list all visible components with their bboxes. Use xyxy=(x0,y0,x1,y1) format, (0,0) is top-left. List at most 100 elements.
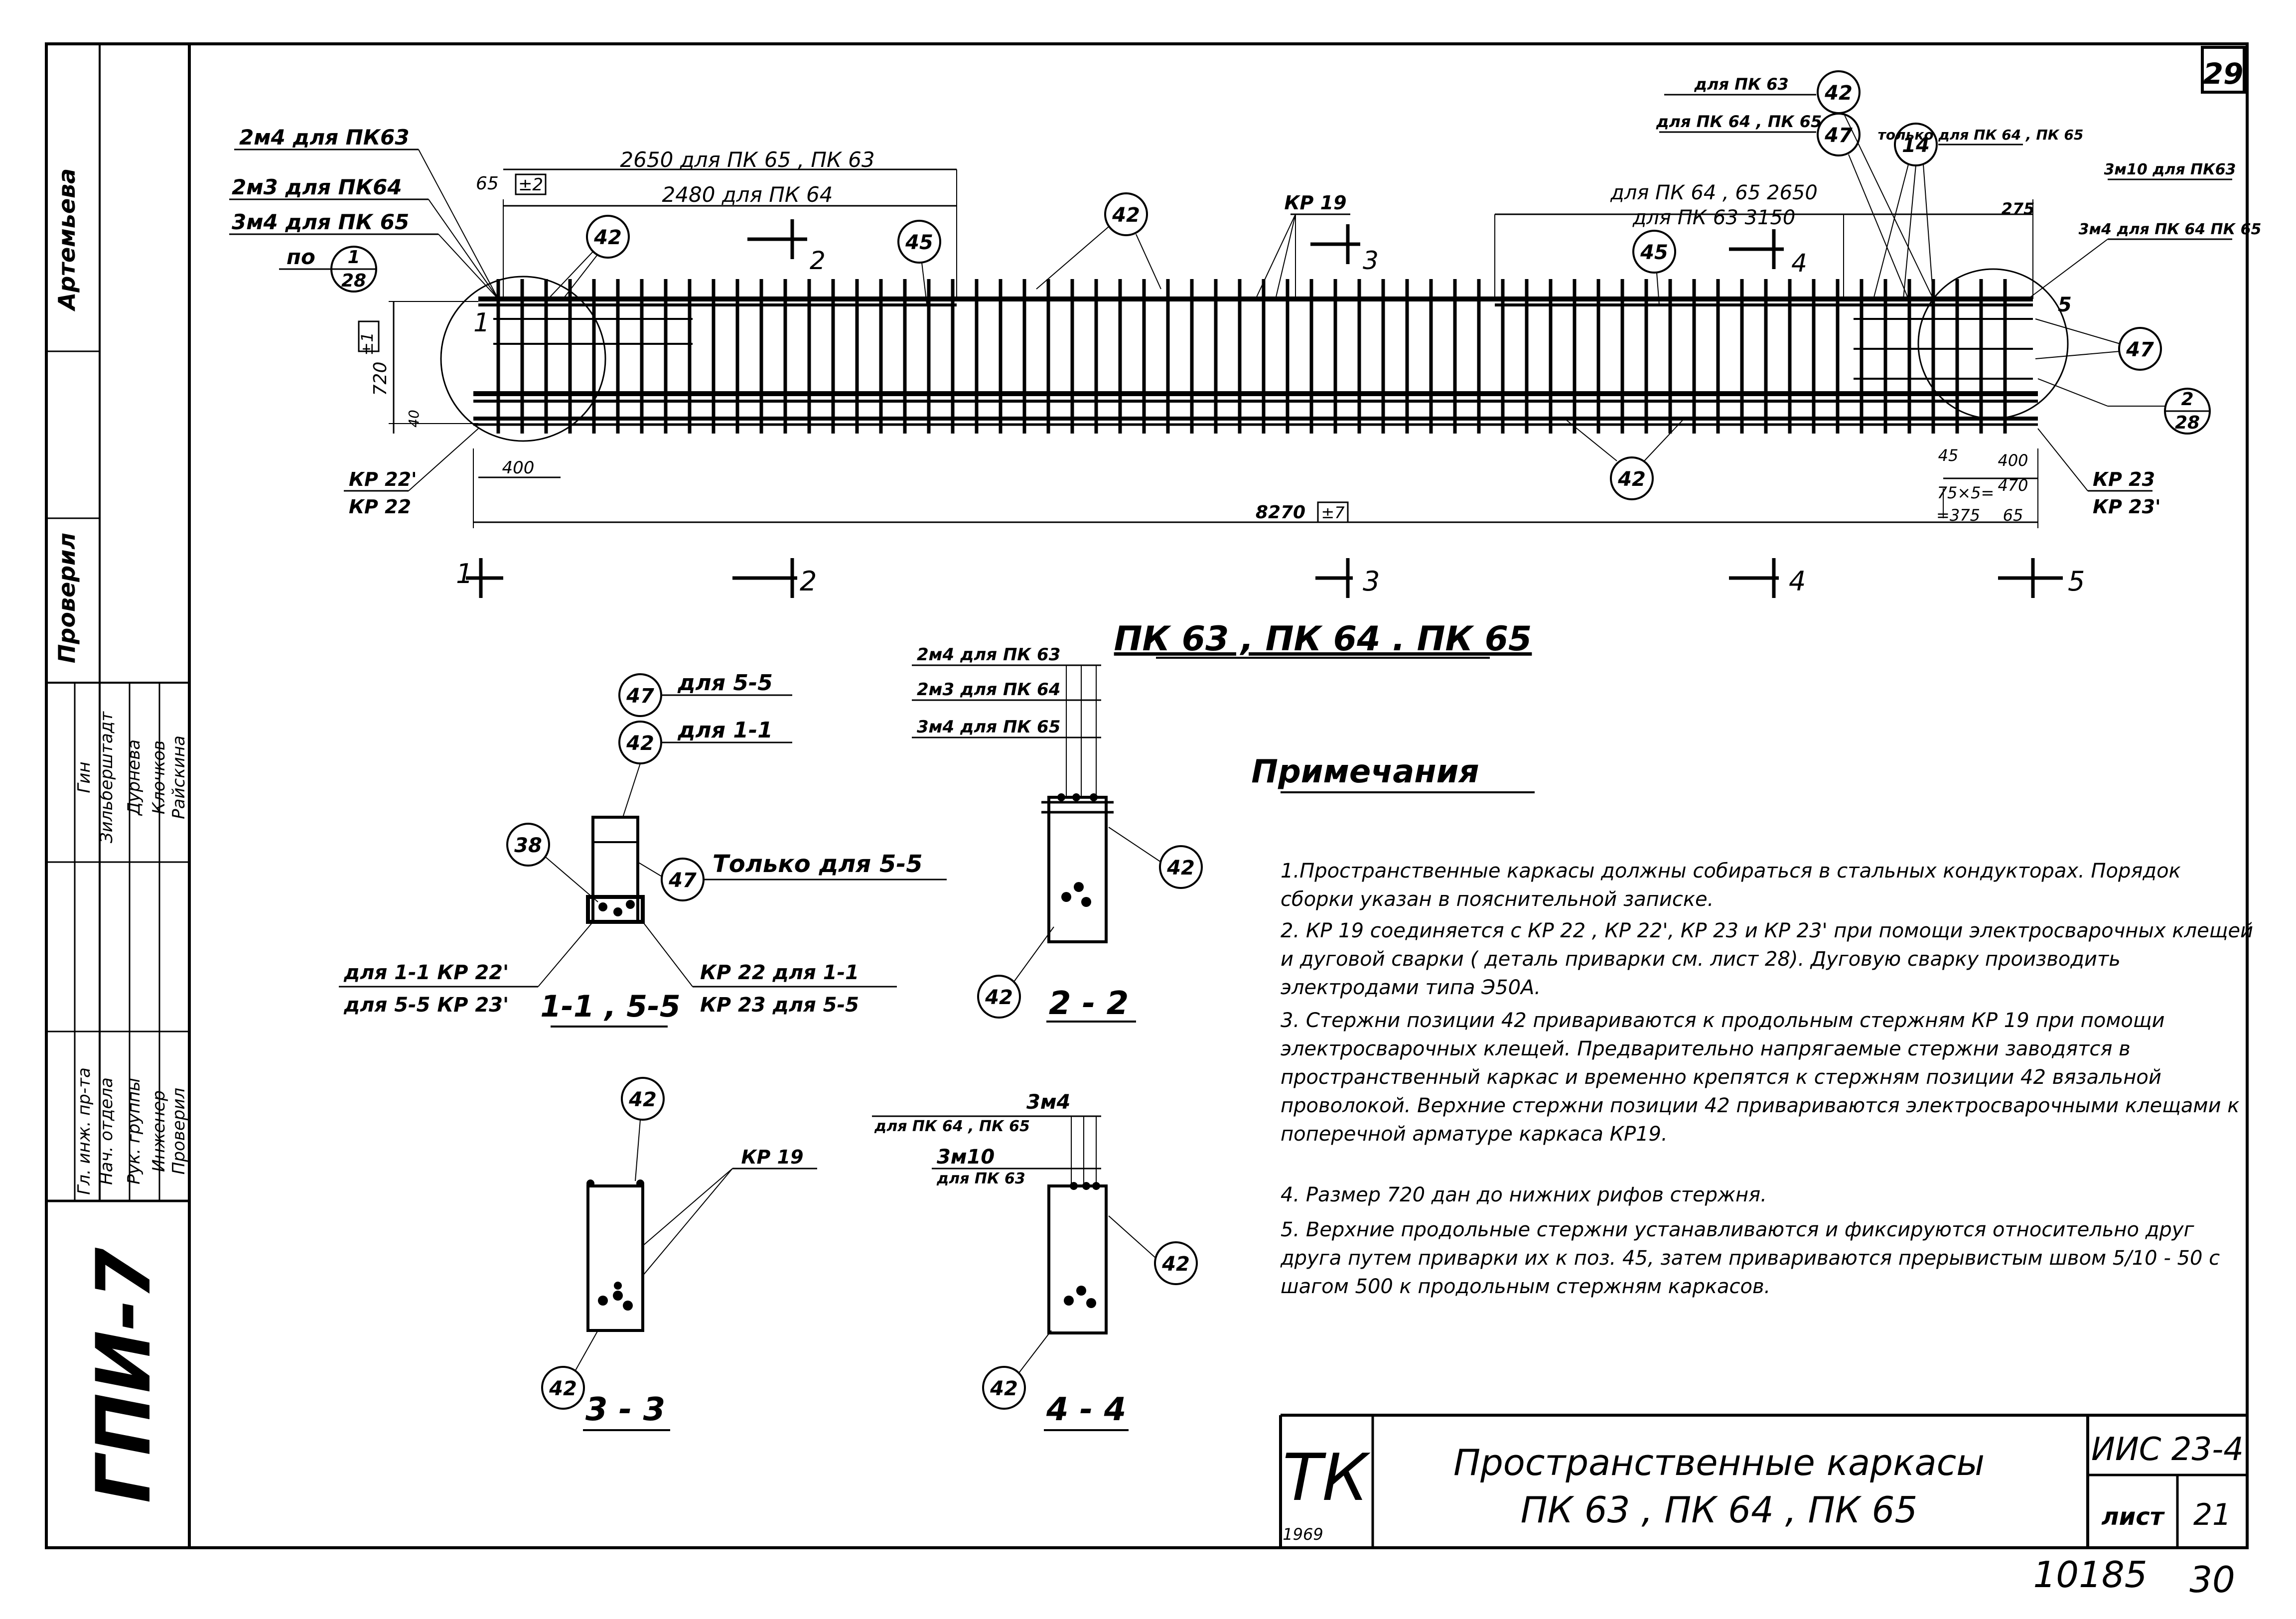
top-dimension-label: для ПК 64 , 65 2650 xyxy=(1610,181,1818,204)
section-label: 1 xyxy=(456,558,473,589)
position-bubbles: 42 45 42 45 42 47 14 47 42 xyxy=(548,70,2162,500)
section-note: для 5-5 КР 23' xyxy=(343,994,509,1017)
detail-circle-left xyxy=(440,276,606,442)
note-item: 4. Размер 720 дан до нижних рифов стержн… xyxy=(1281,1183,1767,1206)
section-note: 2м3 для ПК 64 xyxy=(917,680,1060,700)
stamp-name: Клочков xyxy=(149,740,169,814)
position-47-bubble: 47 xyxy=(668,869,697,892)
note-item: 3. Стержни позиции 42 привариваются к пр… xyxy=(1281,1009,2240,1146)
position-42-bubble: 42 xyxy=(628,1088,657,1111)
frame-mark: КР 19 xyxy=(1284,192,1346,214)
top-dimension-label: 2650 для ПК 65 , ПК 63 xyxy=(620,147,874,172)
dim-label: =375 xyxy=(1936,506,1980,525)
position-42-bubble: 42 xyxy=(985,986,1013,1009)
frame-mark: КР 22' xyxy=(349,468,417,490)
stamp-role: Нач. отдела xyxy=(97,1077,117,1185)
stamp-role: Проверил xyxy=(169,1088,189,1175)
frame-mark: КР 23' xyxy=(2093,496,2161,518)
ref-sheet: 28 xyxy=(341,271,366,291)
section-3-3: 42 КР 19 42 3 - 3 xyxy=(541,1077,817,1431)
position-47-bubble: 47 xyxy=(2126,338,2154,361)
title-block: ТК 1969 Пространственные каркасы ПК 63 ,… xyxy=(1279,1414,2247,1548)
top-dimension-label: для ПК 63 3150 xyxy=(1632,206,1796,229)
section-label: 5 xyxy=(2068,566,2085,597)
section-note: 2м4 для ПК 63 xyxy=(917,645,1060,665)
drawing-title: ПК 63 , ПК 64 . ПК 65 xyxy=(1114,619,1532,659)
section-title: 2 - 2 xyxy=(1049,985,1129,1022)
right-callout: 3м4 для ПК 64 ПК 65 xyxy=(2079,221,2262,238)
note-item: 5. Верхние продольные стержни устанавлив… xyxy=(1281,1218,2220,1298)
kr19-callout: КР 19 xyxy=(1255,192,1350,299)
top-dimensions xyxy=(473,168,2038,528)
section-2-2: 2м4 для ПК 63 2м3 для ПК 64 3м4 для ПК 6… xyxy=(912,645,1203,1023)
section-4-4: 3м4 для ПК 64 , ПК 65 3м10 для ПК 63 42 … xyxy=(872,1091,1198,1431)
right-callout: для ПК 63 xyxy=(1694,75,1789,94)
note-item: 1.Пространственные каркасы должны собира… xyxy=(1281,860,2181,911)
position-45-bubble: 45 xyxy=(1640,241,1668,264)
position-42-bubble: 42 xyxy=(626,732,654,755)
position-38-bubble: 38 xyxy=(514,834,542,857)
section-label: 3 xyxy=(1363,566,1380,597)
left-callout: по xyxy=(287,245,315,269)
stamp-role: Инженер xyxy=(149,1090,169,1172)
position-14-bubble: 14 xyxy=(1902,134,1930,157)
position-47-bubble: 47 xyxy=(626,685,654,708)
left-callout: 2м4 для ПК63 xyxy=(239,125,410,149)
left-callouts: 2м4 для ПК63 2м3 для ПК64 3м4 для ПК 65 … xyxy=(229,125,499,299)
section-title: 3 - 3 xyxy=(585,1391,665,1428)
position-42-bubble: 42 xyxy=(1617,468,1646,491)
stamp-side-label: Артемьева xyxy=(53,168,80,311)
section-title: 4 - 4 xyxy=(1046,1391,1126,1428)
position-42-bubble: 42 xyxy=(1112,204,1140,227)
section-note: 3м4 для ПК 65 xyxy=(917,717,1060,737)
ref-number: 2 xyxy=(2181,389,2193,410)
title-line-2: ПК 63 , ПК 64 , ПК 65 xyxy=(1521,1489,1918,1531)
sheet-frame xyxy=(45,42,2249,1549)
bottom-left-labels: КР 22' КР 22 xyxy=(344,428,479,518)
dim-label: 400 xyxy=(502,458,535,478)
tolerance-label: ±7 xyxy=(1321,503,1345,522)
bottom-right-labels: КР 23 КР 23' xyxy=(2037,428,2161,518)
height-label: 40 xyxy=(406,410,422,428)
right-callout: только для ПК 64 , ПК 65 xyxy=(1878,127,2084,143)
section-label: 3 xyxy=(1363,246,1379,275)
institute-logo: ТК xyxy=(1283,1440,1371,1515)
title-year: 1969 xyxy=(1283,1525,1323,1544)
total-length-label: 8270 xyxy=(1256,502,1305,523)
dim-label: 400 xyxy=(1998,451,2028,470)
left-callout: 3м4 для ПК 65 xyxy=(232,210,409,234)
top-dimension-label: 2480 для ПК 64 xyxy=(662,182,833,207)
stamp-role: Рук. группы xyxy=(124,1078,144,1184)
tolerance-label: ±2 xyxy=(518,175,543,195)
dim-label: 470 xyxy=(1998,476,2028,495)
section-label: 4 xyxy=(1791,249,1807,278)
sheet-number: 29 xyxy=(2203,57,2244,91)
stamp-name: Гин xyxy=(74,761,94,793)
inventory-number: 10185 xyxy=(2033,1554,2147,1596)
notes-title: Примечания xyxy=(1251,753,1479,790)
section-label: 2 xyxy=(810,246,826,275)
section-note: для 1-1 xyxy=(677,718,773,743)
dim-label: 45 xyxy=(1938,446,1959,465)
section-note: для 1-1 КР 22' xyxy=(343,961,509,984)
ref-number: 1 xyxy=(347,247,360,268)
dim-label: 275 xyxy=(2002,199,2035,218)
detail-number-left: 1 xyxy=(473,308,490,338)
position-42-bubble: 42 xyxy=(990,1377,1018,1400)
position-42-bubble: 42 xyxy=(1166,857,1195,880)
section-note: Только для 5-5 xyxy=(713,850,923,878)
section-label: 4 xyxy=(1789,566,1806,597)
section-note: для 5-5 xyxy=(677,670,773,696)
dim-label: 65 xyxy=(476,173,499,194)
right-callout: для ПК 64 , ПК 65 xyxy=(1656,112,1822,131)
left-callout: 2м3 для ПК64 xyxy=(232,175,402,199)
page-number: 30 xyxy=(2189,1559,2235,1601)
frame-mark: КР 19 xyxy=(741,1146,803,1168)
dim-label: 65 xyxy=(2003,506,2023,525)
section-label: 2 xyxy=(800,566,817,597)
frame-mark: КР 23 xyxy=(2093,468,2155,490)
section-1-1-5-5: 47 42 для 5-5 для 1-1 38 47 Только для 5… xyxy=(339,670,947,1028)
sheet-number-box: 29 xyxy=(2201,46,2246,94)
section-note: для ПК 63 xyxy=(936,1170,1025,1187)
